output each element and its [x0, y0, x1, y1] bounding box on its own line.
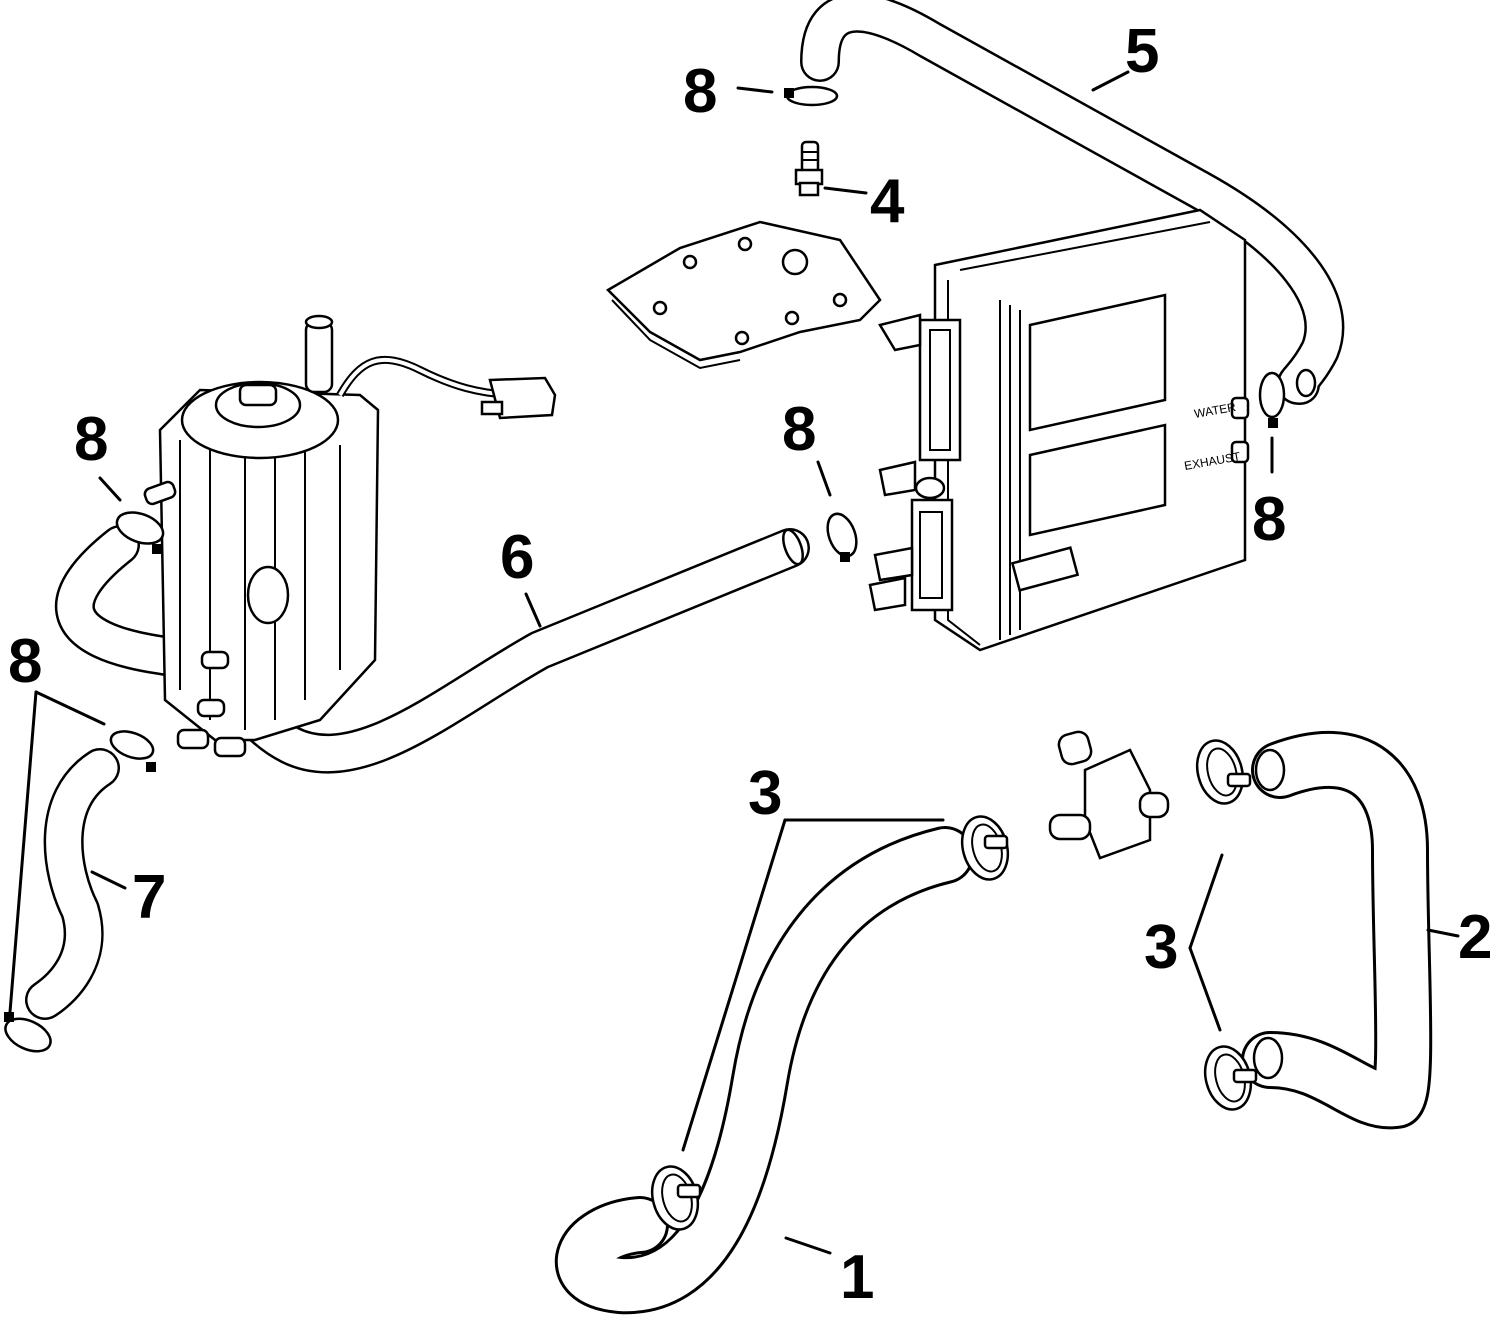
callout-2: 2	[1458, 903, 1492, 972]
callout-4: 4	[870, 167, 905, 236]
callout-8-left: 8	[8, 627, 42, 696]
clamp-8-top	[784, 85, 839, 107]
hose-7	[25, 748, 120, 1020]
hose-2	[1241, 731, 1433, 1130]
clamp-8-filter	[115, 511, 165, 554]
filter-assembly	[143, 314, 557, 758]
callout-3-right: 3	[1144, 913, 1178, 982]
callout-6: 6	[500, 523, 534, 592]
callout-3-left: 3	[748, 759, 782, 828]
callout-8-top: 8	[683, 57, 717, 126]
callout-8-center: 8	[782, 395, 816, 464]
callout-5: 5	[1125, 17, 1159, 86]
electronic-module: WATER EXHAUST	[868, 208, 1250, 652]
clamp-8-left-upper	[109, 730, 156, 772]
clamp-8-right	[1258, 371, 1286, 428]
callout-8-right: 8	[1252, 485, 1286, 554]
clamp-3-upper-right	[1195, 739, 1252, 805]
leader-lines	[8, 70, 1460, 1255]
callout-1: 1	[840, 1243, 874, 1312]
cover-plate	[605, 220, 882, 370]
callout-7: 7	[132, 863, 166, 932]
hose-5	[800, 0, 1345, 405]
clamp-8-center	[826, 512, 858, 562]
fitting-4	[794, 140, 824, 197]
hose-1	[555, 826, 974, 1315]
clamp-3-bottom	[650, 1165, 702, 1231]
callout-8-filter: 8	[74, 405, 108, 474]
clamp-8-left-lower	[4, 1012, 52, 1053]
tee-fitting	[1048, 730, 1170, 860]
clamp-3-lower-right	[1203, 1045, 1258, 1111]
clamp-3-center	[960, 815, 1010, 881]
